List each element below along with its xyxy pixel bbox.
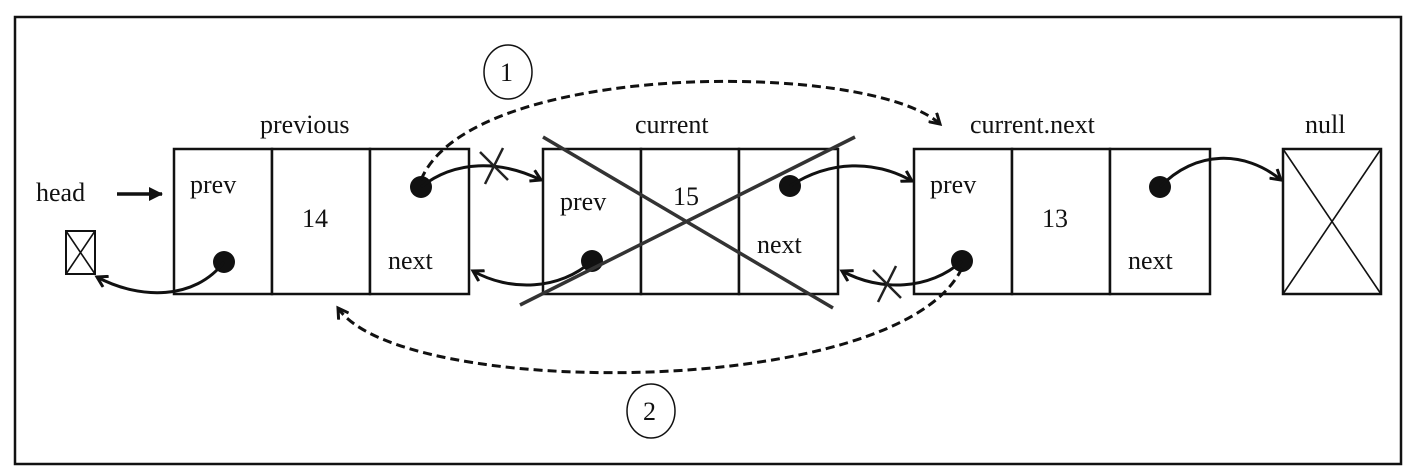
previous-prev-label: prev	[190, 170, 236, 199]
step-2-marker: 2	[626, 383, 676, 439]
link-to-null	[1158, 156, 1281, 189]
previous-next-label: next	[388, 246, 434, 275]
strike-line-2	[519, 135, 856, 307]
link-current-prev	[473, 259, 594, 287]
current-next-label-text: next	[757, 230, 803, 259]
dashed-arrow-step2	[338, 267, 964, 375]
null-label: null	[1305, 110, 1345, 139]
cut-mark-bottom	[872, 265, 902, 303]
cut-mark-top	[479, 147, 509, 185]
node-current-next: prev 13 next	[912, 147, 1212, 296]
link-current-next	[789, 164, 912, 188]
step-1-number: 1	[500, 58, 513, 87]
node-previous: prev 14 next	[172, 147, 471, 296]
current-value: 15	[673, 182, 699, 211]
step-2-number: 2	[643, 397, 656, 426]
null-box	[1281, 147, 1383, 296]
link-current-next-prev	[842, 259, 964, 287]
head-label: head	[36, 178, 85, 207]
current-prev-label: prev	[560, 187, 606, 216]
node-current: prev 15 next	[541, 147, 840, 296]
current-next-prev-label: prev	[930, 170, 976, 199]
dashed-arrow-step1	[419, 79, 940, 181]
previous-value: 14	[302, 204, 328, 233]
current-label: current	[635, 110, 709, 139]
current-next-value: 13	[1042, 204, 1068, 233]
step-1-marker: 1	[483, 44, 533, 100]
outer-frame	[13, 15, 1403, 466]
current-next-label: current.next	[970, 110, 1096, 139]
head-null-box	[65, 230, 96, 275]
link-prev-to-head	[97, 261, 226, 295]
current-next-next-label: next	[1128, 246, 1174, 275]
previous-label: previous	[260, 110, 350, 139]
link-previous-next	[420, 164, 541, 189]
